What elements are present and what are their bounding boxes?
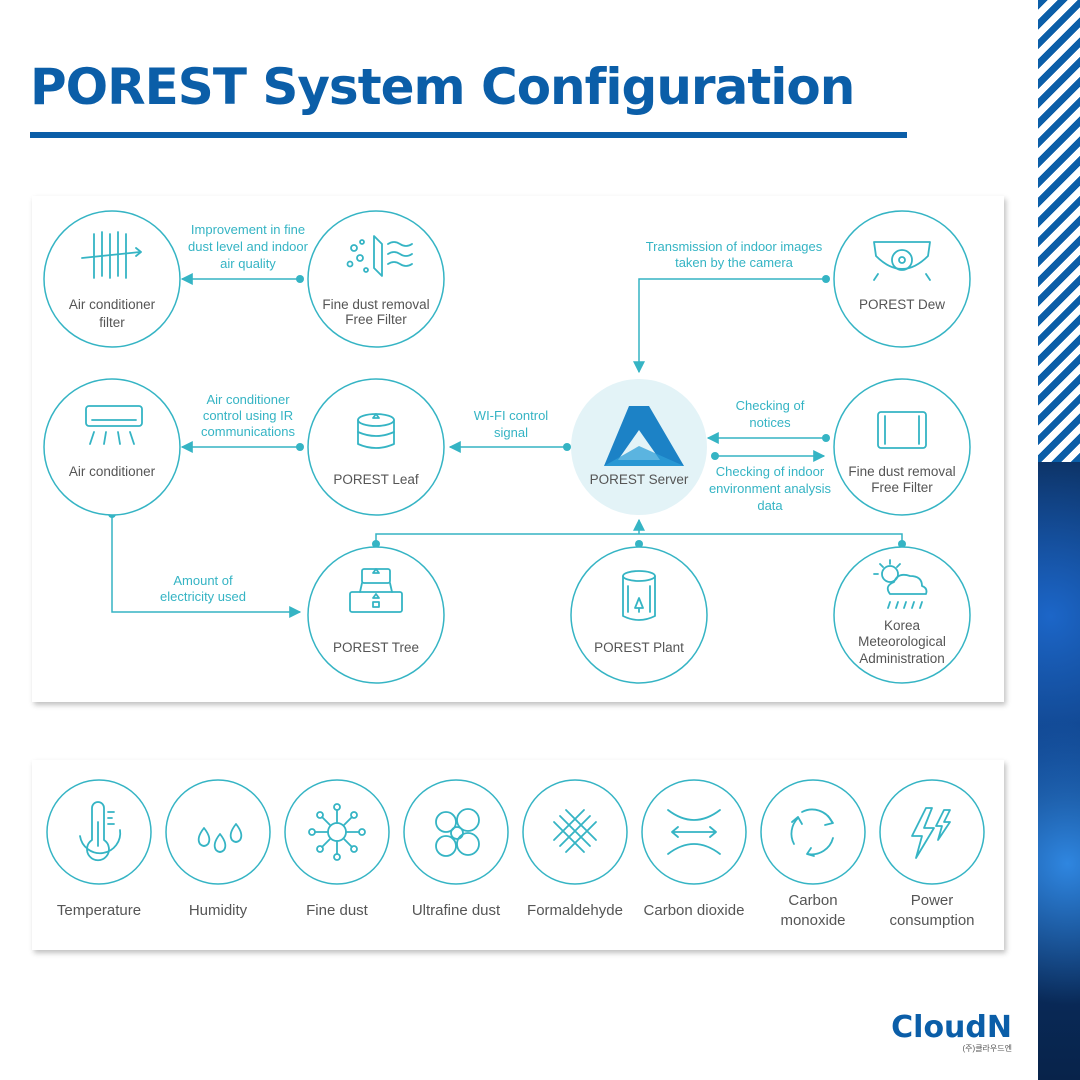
node-label: Korea	[884, 618, 921, 633]
porest-logo-icon	[604, 406, 684, 466]
edge-caption: control using IR	[203, 408, 293, 423]
system-diagram: Air conditioner filter Fine dust removal…	[43, 210, 971, 684]
edge-caption: Checking of	[736, 398, 805, 413]
air-filter-icon	[81, 231, 142, 279]
connector-dew-to-server	[633, 278, 826, 374]
droplets-icon	[197, 823, 243, 853]
node-label: Air conditioner	[69, 297, 156, 312]
molecule-mesh-icon	[553, 809, 597, 853]
tree-device-icon	[349, 568, 403, 613]
node-label: Meteorological	[858, 634, 946, 649]
sensor-ultrafine-dust	[403, 779, 509, 885]
node-label: Free Filter	[345, 312, 407, 327]
title-underline	[30, 132, 907, 138]
leaf-device-icon	[357, 413, 395, 449]
cycle-arrows-icon	[790, 808, 834, 857]
edge-caption: notices	[749, 415, 791, 430]
edge-caption: taken by the camera	[675, 255, 794, 270]
network-background-image	[1038, 462, 1080, 1080]
sensor-label: Formaldehyde	[527, 902, 623, 919]
node-label: POREST Leaf	[333, 472, 419, 487]
sensor-label: Carbon dioxide	[644, 902, 745, 919]
edge-caption: WI-FI control	[474, 408, 549, 423]
sensor-label: Humidity	[189, 902, 248, 919]
node-ac-filter	[43, 210, 181, 348]
co2-flow-icon	[667, 809, 721, 855]
connectors	[111, 273, 903, 618]
node-tree	[307, 546, 445, 684]
node-kma	[833, 546, 971, 684]
plant-device-icon	[622, 570, 656, 621]
node-label: Air conditioner	[69, 464, 156, 479]
tablet-icon	[877, 411, 927, 449]
node-label: POREST Dew	[859, 297, 945, 312]
node-label: Administration	[859, 651, 945, 666]
air-conditioner-icon	[85, 405, 143, 445]
sensor-temperature	[46, 779, 152, 885]
edge-caption: data	[757, 498, 783, 513]
node-ac	[43, 378, 181, 516]
sensor-row: Temperature Humidity Fine dust Ultrafine…	[46, 779, 985, 929]
edge-caption: air quality	[220, 256, 276, 271]
node-label: Fine dust removal	[848, 464, 955, 479]
sensor-label: Fine dust	[306, 902, 369, 919]
edge-caption: Improvement in fine	[191, 222, 305, 237]
thermometer-icon	[79, 801, 122, 862]
node-plant	[570, 546, 708, 684]
node-label: filter	[99, 315, 125, 330]
node-leaf	[307, 378, 445, 516]
logo-subtitle: (주)클라우드엔	[962, 1044, 1013, 1053]
system-diagram-panel: Air conditioner filter Fine dust removal…	[32, 196, 1004, 702]
sensor-label: Temperature	[57, 902, 141, 919]
diagonal-stripes-decoration	[1038, 0, 1080, 462]
node-dust-filter-right	[833, 378, 971, 516]
edge-caption: dust level and indoor	[188, 239, 309, 254]
cloudn-logo: CloudN (주)클라우드엔	[890, 1010, 1012, 1054]
sensor-humidity	[165, 779, 271, 885]
edge-caption: Air conditioner	[206, 392, 290, 407]
edge-caption: environment analysis	[709, 481, 832, 496]
node-dew	[833, 210, 971, 348]
sensor-panel: Temperature Humidity Fine dust Ultrafine…	[32, 760, 1004, 950]
page-title: POREST System Configuration	[30, 58, 855, 116]
edge-caption: electricity used	[160, 589, 246, 604]
dust-filter-icon	[346, 235, 413, 277]
logo-wordmark: CloudN	[891, 1010, 1012, 1045]
edge-caption: signal	[494, 425, 528, 440]
edge-caption: Amount of	[173, 573, 233, 588]
edge-caption: Checking of indoor	[716, 464, 825, 479]
node-label: POREST Plant	[594, 640, 684, 655]
node-label: POREST Server	[590, 472, 689, 487]
sensor-label: consumption	[889, 912, 974, 929]
node-label: POREST Tree	[333, 640, 419, 655]
sensor-label: Ultrafine dust	[412, 902, 501, 919]
sensor-label: Carbon	[788, 892, 837, 909]
node-label: Fine dust removal	[322, 297, 429, 312]
lightning-icon	[911, 807, 951, 859]
camera-icon	[873, 241, 931, 281]
connector-ac-to-tree	[111, 514, 302, 618]
particle-icon	[308, 803, 366, 861]
edge-caption: Transmission of indoor images	[646, 239, 823, 254]
sensor-label: monoxide	[780, 912, 845, 929]
cloud-cluster-icon	[435, 808, 480, 857]
sensor-carbon-monoxide	[760, 779, 866, 885]
sensor-fine-dust	[284, 779, 390, 885]
weather-icon	[873, 559, 928, 609]
edge-caption: communications	[201, 424, 295, 439]
node-label: Free Filter	[871, 480, 933, 495]
sensor-label: Power	[911, 892, 954, 909]
